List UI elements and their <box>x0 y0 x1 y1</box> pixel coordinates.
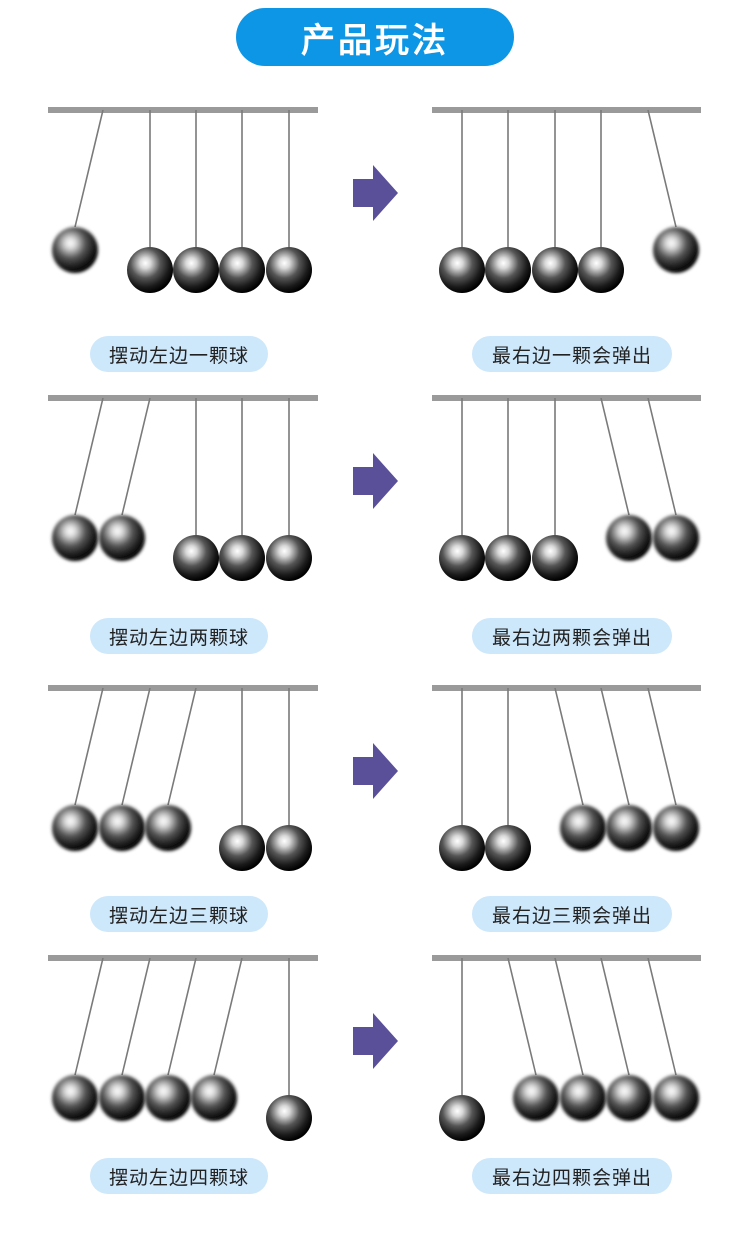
steel-ball-icon <box>266 247 312 293</box>
pendulum-string <box>74 687 104 806</box>
steel-ball-icon <box>219 825 265 871</box>
right-arrow-icon <box>353 743 398 799</box>
steel-ball-icon <box>485 247 531 293</box>
pendulum-string <box>647 397 677 516</box>
right-caption: 最右边三颗会弹出 <box>472 896 672 932</box>
steel-ball-icon <box>439 247 485 293</box>
steel-ball-icon <box>439 535 485 581</box>
steel-ball-icon <box>653 805 699 851</box>
steel-ball-icon <box>52 1075 98 1121</box>
left-caption: 摆动左边两颗球 <box>90 618 268 654</box>
right-arrow-icon <box>353 453 398 509</box>
pendulum-string <box>554 687 584 806</box>
steel-ball-icon <box>606 515 652 561</box>
steel-ball-icon <box>173 535 219 581</box>
pendulum-string <box>600 687 630 806</box>
steel-ball-icon <box>653 227 699 273</box>
pendulum-string <box>647 109 677 228</box>
steel-ball-icon <box>99 515 145 561</box>
steel-ball-icon <box>191 1075 237 1121</box>
cradle-frame-bar <box>48 107 318 113</box>
steel-ball-icon <box>532 535 578 581</box>
pendulum-string <box>74 109 104 228</box>
steel-ball-icon <box>653 1075 699 1121</box>
pendulum-string <box>554 957 584 1076</box>
demo-row-1: 摆动左边一颗球 最右边一颗会弹出 <box>0 100 750 390</box>
demo-row-3: 摆动左边三颗球 最右边三颗会弹出 <box>0 678 750 968</box>
pendulum-string <box>121 687 151 806</box>
demo-row-4: 摆动左边四颗球 最右边四颗会弹出 <box>0 948 750 1238</box>
cradle-frame-bar <box>432 955 701 961</box>
cradle-scene-4 <box>48 955 701 1141</box>
pendulum-string <box>74 957 104 1076</box>
right-caption: 最右边四颗会弹出 <box>472 1158 672 1194</box>
steel-ball-icon <box>219 247 265 293</box>
demo-row-2: 摆动左边两颗球 最右边两颗会弹出 <box>0 388 750 678</box>
steel-ball-icon <box>606 1075 652 1121</box>
steel-ball-icon <box>145 805 191 851</box>
pendulum-string <box>600 957 630 1076</box>
steel-ball-icon <box>127 247 173 293</box>
left-caption: 摆动左边四颗球 <box>90 1158 268 1194</box>
steel-ball-icon <box>485 825 531 871</box>
steel-ball-icon <box>606 805 652 851</box>
steel-ball-icon <box>99 1075 145 1121</box>
pendulum-string <box>121 957 151 1076</box>
steel-ball-icon <box>52 515 98 561</box>
steel-ball-icon <box>266 535 312 581</box>
steel-ball-icon <box>485 535 531 581</box>
steel-ball-icon <box>173 247 219 293</box>
pendulum-string <box>74 397 104 516</box>
steel-ball-icon <box>145 1075 191 1121</box>
pendulum-string <box>647 687 677 806</box>
steel-ball-icon <box>532 247 578 293</box>
cradle-frame-bar <box>48 955 318 961</box>
pendulum-string <box>647 957 677 1076</box>
left-caption: 摆动左边三颗球 <box>90 896 268 932</box>
page-title: 产品玩法 <box>236 8 514 66</box>
pendulum-string <box>600 397 630 516</box>
steel-ball-icon <box>439 825 485 871</box>
steel-ball-icon <box>99 805 145 851</box>
steel-ball-icon <box>52 805 98 851</box>
cradle-frame-bar <box>432 107 701 113</box>
steel-ball-icon <box>653 515 699 561</box>
cradle-scene-1 <box>48 107 701 293</box>
left-caption: 摆动左边一颗球 <box>90 336 268 372</box>
steel-ball-icon <box>560 1075 606 1121</box>
steel-ball-icon <box>513 1075 559 1121</box>
pendulum-string <box>213 957 243 1076</box>
steel-ball-icon <box>52 227 98 273</box>
cradle-scene-3 <box>48 685 701 871</box>
steel-ball-icon <box>560 805 606 851</box>
steel-ball-icon <box>266 825 312 871</box>
steel-ball-icon <box>219 535 265 581</box>
right-arrow-icon <box>353 165 398 221</box>
steel-ball-icon <box>439 1095 485 1141</box>
pendulum-string <box>121 397 151 516</box>
steel-ball-icon <box>578 247 624 293</box>
cradle-frame-bar <box>432 395 701 401</box>
right-caption: 最右边两颗会弹出 <box>472 618 672 654</box>
cradle-frame-bar <box>48 395 318 401</box>
steel-ball-icon <box>266 1095 312 1141</box>
cradle-frame-bar <box>432 685 701 691</box>
cradle-scene-2 <box>48 395 701 581</box>
right-arrow-icon <box>353 1013 398 1069</box>
pendulum-string <box>167 687 197 806</box>
pendulum-string <box>507 957 537 1076</box>
right-caption: 最右边一颗会弹出 <box>472 336 672 372</box>
cradle-frame-bar <box>48 685 318 691</box>
pendulum-string <box>167 957 197 1076</box>
